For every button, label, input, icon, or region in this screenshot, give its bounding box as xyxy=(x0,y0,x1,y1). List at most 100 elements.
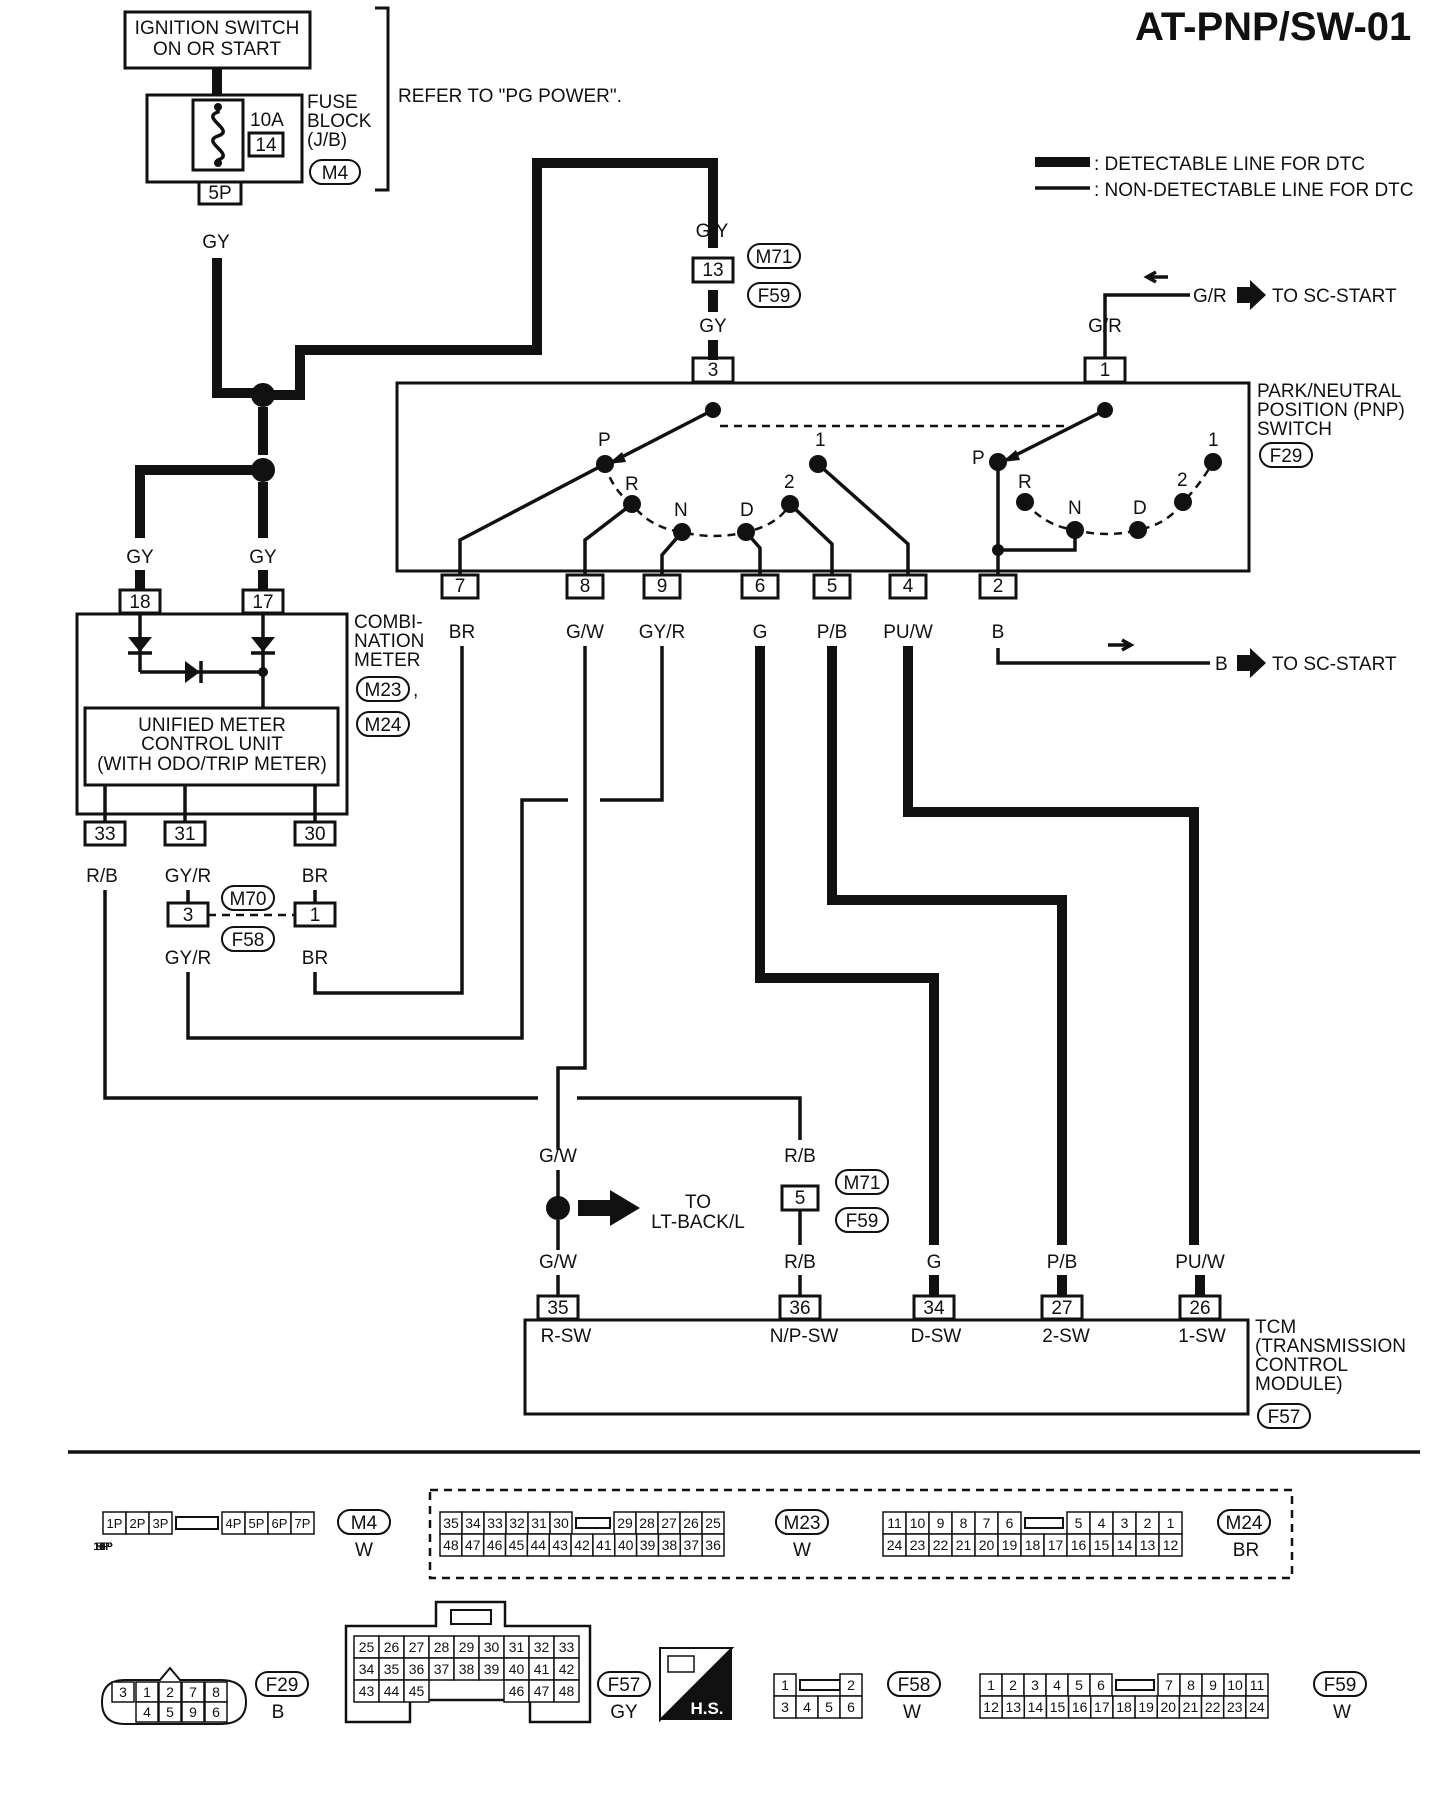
m4-pin-label: 8P xyxy=(96,1541,109,1553)
f29-cell xyxy=(181,1701,205,1723)
pnp-pin-7: 7 xyxy=(455,576,466,597)
fuse-icon xyxy=(211,104,225,166)
mid-pin5: 5 xyxy=(795,1188,806,1209)
combi-wire-rb: R/B xyxy=(86,866,118,887)
m23-pin-label: 29 xyxy=(617,1515,633,1531)
ignition-line1: IGNITION SWITCH xyxy=(135,18,300,39)
m24-face-name: M24 xyxy=(1226,1513,1263,1534)
m4-pin-label: 5P xyxy=(249,1516,265,1531)
m24-pin-label: 9 xyxy=(937,1515,945,1531)
f57-pin-label: 39 xyxy=(484,1661,500,1677)
combi-label1: COMBI- xyxy=(354,612,423,633)
f59-pin-label: 19 xyxy=(1138,1699,1154,1715)
legend-detectable: : DETECTABLE LINE FOR DTC xyxy=(1094,154,1365,175)
f29-face-name: F29 xyxy=(266,1675,299,1696)
f57-pin-label: 44 xyxy=(384,1683,400,1699)
m24-pin-label: 6 xyxy=(1006,1515,1014,1531)
tcm-pin27: 27 xyxy=(1051,1298,1072,1319)
fuse-block: 10A 14 FUSE BLOCK (J/B) M4 5P GY xyxy=(145,68,372,253)
m23-pin-label: 37 xyxy=(683,1537,699,1553)
m23-face-color: W xyxy=(793,1540,811,1561)
m4-pin-label: 4P xyxy=(226,1516,242,1531)
tcm-label3: CONTROL xyxy=(1255,1355,1348,1376)
top-conn-m71: M71 xyxy=(756,247,793,268)
f57-pin-label: 45 xyxy=(409,1683,425,1699)
combi-pin18: 18 xyxy=(129,592,150,613)
f59-pin-label: 3 xyxy=(1031,1677,1039,1693)
f59-pin-label: 8 xyxy=(1187,1677,1195,1693)
top-wire-gy2: GY xyxy=(699,316,727,337)
legend: : DETECTABLE LINE FOR DTC : NON-DETECTAB… xyxy=(1035,154,1414,201)
f57-pin-label: 41 xyxy=(534,1661,550,1677)
m70-conn: M70 xyxy=(230,889,267,910)
legend-non-detectable: : NON-DETECTABLE LINE FOR DTC xyxy=(1094,180,1414,201)
f59-pin-label: 7 xyxy=(1165,1677,1173,1693)
arrow-right-icon-b xyxy=(1237,648,1266,678)
f57-keyway xyxy=(450,1609,492,1625)
pnp-pin-2: 2 xyxy=(993,576,1004,597)
f29-pin-label: 6 xyxy=(212,1704,220,1720)
mid-conn-m71: M71 xyxy=(844,1173,881,1194)
f59-cell xyxy=(1245,1695,1269,1719)
pnp-conn: F29 xyxy=(1270,446,1303,467)
pnp-pin-4: 4 xyxy=(903,576,914,597)
f57-pin-label: 26 xyxy=(384,1639,400,1655)
f58-conn: F58 xyxy=(232,930,265,951)
pnp-right-r: R xyxy=(1018,472,1032,493)
f29-cell xyxy=(111,1681,135,1703)
m23-pin-label: 35 xyxy=(443,1515,459,1531)
f29-pin-label: 4 xyxy=(143,1704,151,1720)
m4-cell xyxy=(148,1511,173,1535)
f59-pin-label: 13 xyxy=(1005,1699,1021,1715)
fuse-pin: 5P xyxy=(208,183,231,204)
combi-gy-b: GY xyxy=(249,547,277,568)
combi-pin17: 17 xyxy=(252,592,273,613)
tcm-name-1sw: 1-SW xyxy=(1178,1326,1226,1347)
combi-conn-m23: M23 xyxy=(365,680,402,701)
b-label: B xyxy=(1215,654,1228,675)
mid-gw2: G/W xyxy=(539,1252,577,1273)
m4-cell xyxy=(290,1511,315,1535)
m23-pin-label: 47 xyxy=(465,1537,481,1553)
m24-pin-label: 8 xyxy=(960,1515,968,1531)
f59-pin-label: 2 xyxy=(1009,1677,1017,1693)
m4-pin-label: 3P xyxy=(153,1516,169,1531)
m24-pin-label: 5 xyxy=(1075,1515,1083,1531)
f57-pin-label: 33 xyxy=(559,1639,575,1655)
m24-pin-label: 21 xyxy=(956,1537,972,1553)
f57-cell xyxy=(553,1679,580,1703)
pnp-left-1: 1 xyxy=(815,430,826,451)
f59-pin-label: 4 xyxy=(1053,1677,1061,1693)
arrow-right-icon xyxy=(1237,280,1266,310)
m24-pin-label: 2 xyxy=(1144,1515,1152,1531)
combi-comma: , xyxy=(413,680,418,701)
tcm-pin36: 36 xyxy=(789,1298,810,1319)
hs-label: H.S. xyxy=(690,1699,723,1718)
diagram-title: AT-PNP/SW-01 xyxy=(1135,5,1411,49)
pnp-pin-5: 5 xyxy=(827,576,838,597)
m23-pin-label: 41 xyxy=(596,1537,612,1553)
m4-pin-label: 13P xyxy=(93,1541,113,1553)
f57-pin-label: 42 xyxy=(559,1661,575,1677)
m24-pin-label: 19 xyxy=(1002,1537,1018,1553)
pnp-left-r: R xyxy=(625,474,639,495)
m23-pin-label: 25 xyxy=(705,1515,721,1531)
pnp-wire-br: BR xyxy=(449,622,475,643)
m24-pin-label: 3 xyxy=(1121,1515,1129,1531)
mid-rb: R/B xyxy=(784,1146,816,1167)
m23-pin-label: 44 xyxy=(531,1537,547,1553)
combi-gy-a: GY xyxy=(126,547,154,568)
m4-pin-label: 2P xyxy=(130,1516,146,1531)
m4-pin-label: 12P xyxy=(93,1541,113,1553)
pnp-left-p: P xyxy=(598,430,611,451)
m24-pin-label: 24 xyxy=(887,1537,903,1553)
f59-pin-label: 23 xyxy=(1227,1699,1243,1715)
m24-pin-label: 14 xyxy=(1117,1537,1133,1553)
f57-pin-label: 43 xyxy=(359,1683,375,1699)
arrow-right-lt-icon xyxy=(578,1190,640,1226)
m23-pin-label: 30 xyxy=(553,1515,569,1531)
f57-pin-label: 30 xyxy=(484,1639,500,1655)
f29-face-color: B xyxy=(272,1702,285,1723)
pnp-left-d: D xyxy=(740,500,754,521)
